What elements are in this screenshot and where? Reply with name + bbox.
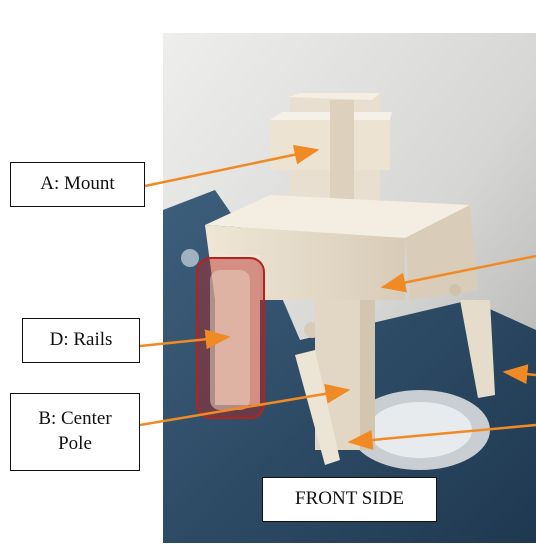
arrow xyxy=(144,144,320,188)
body-side xyxy=(405,205,478,300)
side-leg xyxy=(460,300,495,398)
arrow xyxy=(502,364,536,385)
arrow xyxy=(139,329,231,350)
body-top xyxy=(205,195,470,238)
label-center-pole: B: Center Pole xyxy=(10,393,140,471)
front-leg xyxy=(295,350,340,465)
arrow xyxy=(380,254,536,293)
label-front-side: FRONT SIDE xyxy=(262,477,437,522)
arrow xyxy=(139,383,351,427)
label-mount: A: Mount xyxy=(10,162,145,207)
arrow xyxy=(347,423,536,450)
label-rails: D: Rails xyxy=(22,318,140,363)
